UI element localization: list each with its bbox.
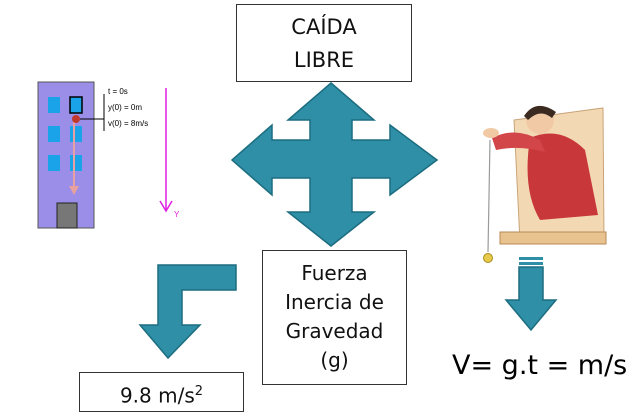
gravity-exponent: 2 <box>194 384 204 399</box>
building-window <box>48 97 60 113</box>
label-y0: y(0) = 0m <box>108 103 142 112</box>
force-box: Fuerza Inercia de Gravedad (g) <box>262 250 407 385</box>
title-line-1: CAÍDA <box>291 15 357 39</box>
gravity-value: 9.8 m/s <box>119 383 195 408</box>
y-axis-label: Y <box>174 210 180 219</box>
person-hand <box>483 128 499 138</box>
force-line-3: Gravedad <box>285 319 384 343</box>
building-door <box>56 202 78 229</box>
down-arrow <box>504 257 558 332</box>
y-axis-arrowhead <box>159 200 173 213</box>
fall-trail <box>487 139 491 253</box>
velocity-formula: V= g.t = m/s <box>452 350 628 381</box>
fall-path-arrowhead <box>69 186 79 195</box>
building-window <box>48 126 60 142</box>
force-line-1: Fuerza <box>301 261 368 285</box>
label-t: t = 0s <box>108 87 128 96</box>
building-illustration: t = 0s y(0) = 0m v(0) = 8m/s Y <box>37 81 180 229</box>
title-box: CAÍDA LIBRE <box>236 4 412 82</box>
four-way-arrow <box>230 82 439 247</box>
l-arrow <box>138 264 237 360</box>
person-body <box>527 133 598 220</box>
person-hair <box>524 105 556 120</box>
force-line-4: (g) <box>320 348 349 372</box>
title-line-2: LIBRE <box>293 48 355 72</box>
gravity-box: 9.8 m/s2 <box>79 372 244 412</box>
falling-ball <box>483 253 493 263</box>
window-sill <box>499 231 607 245</box>
building-window <box>69 96 83 114</box>
building-window <box>70 155 82 171</box>
person-arm <box>492 132 545 152</box>
force-line-2: Inercia de <box>285 290 384 314</box>
building-window <box>48 155 60 171</box>
building-window <box>70 126 82 142</box>
ball <box>72 115 80 123</box>
person-window-illustration <box>483 105 607 263</box>
label-v0: v(0) = 8m/s <box>108 119 148 128</box>
